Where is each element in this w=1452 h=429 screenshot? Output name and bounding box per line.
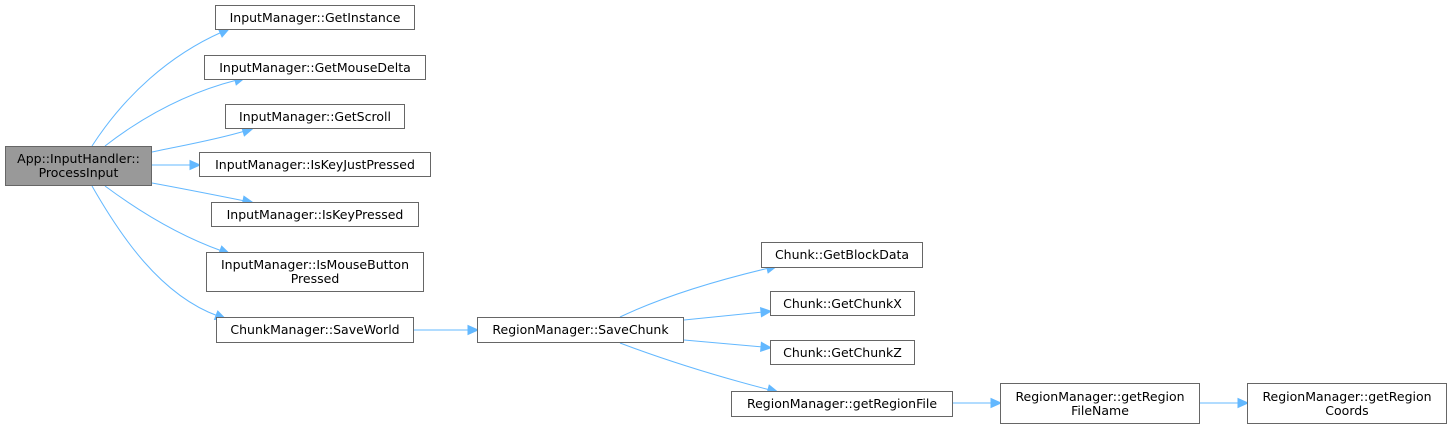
arrowhead-n8-n10 <box>759 307 773 318</box>
node-iskeyjustpressed[interactable]: InputManager::IsKeyJustPressed <box>199 152 431 177</box>
node-getregionfile[interactable]: RegionManager::getRegionFile <box>731 391 953 417</box>
edge-n8-n10 <box>683 311 764 321</box>
node-savechunk[interactable]: RegionManager::SaveChunk <box>477 317 684 343</box>
node-getregionfilename[interactable]: RegionManager::getRegion FileName <box>1000 383 1200 424</box>
edge-root-n1 <box>91 31 223 147</box>
node-root-processinput: App::InputHandler:: ProcessInput <box>5 146 152 186</box>
arrowhead-n7-n8 <box>467 324 480 336</box>
arrowhead-n8-n11 <box>760 341 773 353</box>
node-getblockdata[interactable]: Chunk::GetBlockData <box>761 242 923 268</box>
node-saveworld[interactable]: ChunkManager::SaveWorld <box>216 317 414 343</box>
edge-root-n5 <box>151 182 246 202</box>
edge-root-n6 <box>104 185 223 252</box>
arrowhead-n12-n13 <box>990 397 1003 409</box>
edge-n8-n9 <box>619 267 770 318</box>
node-iskeypressed[interactable]: InputManager::IsKeyPressed <box>211 202 419 227</box>
edge-n8-n12 <box>619 342 771 391</box>
edge-n8-n11 <box>683 339 764 348</box>
edge-root-n7 <box>91 185 219 317</box>
node-getregioncoords[interactable]: RegionManager::getRegion Coords <box>1247 383 1447 424</box>
node-getmousedelta[interactable]: InputManager::GetMouseDelta <box>204 55 426 80</box>
node-getchunkz[interactable]: Chunk::GetChunkZ <box>770 340 915 365</box>
node-getinstance[interactable]: InputManager::GetInstance <box>215 5 415 30</box>
node-getscroll[interactable]: InputManager::GetScroll <box>225 104 405 129</box>
edge-root-n2 <box>104 79 238 147</box>
edge-root-n3 <box>151 130 246 153</box>
node-ismousebuttonpressed[interactable]: InputManager::IsMouseButton Pressed <box>206 252 424 292</box>
arrowhead-n13-n14 <box>1237 397 1250 409</box>
node-getchunkx[interactable]: Chunk::GetChunkX <box>770 291 915 316</box>
arrowhead-root-n4 <box>189 159 202 171</box>
